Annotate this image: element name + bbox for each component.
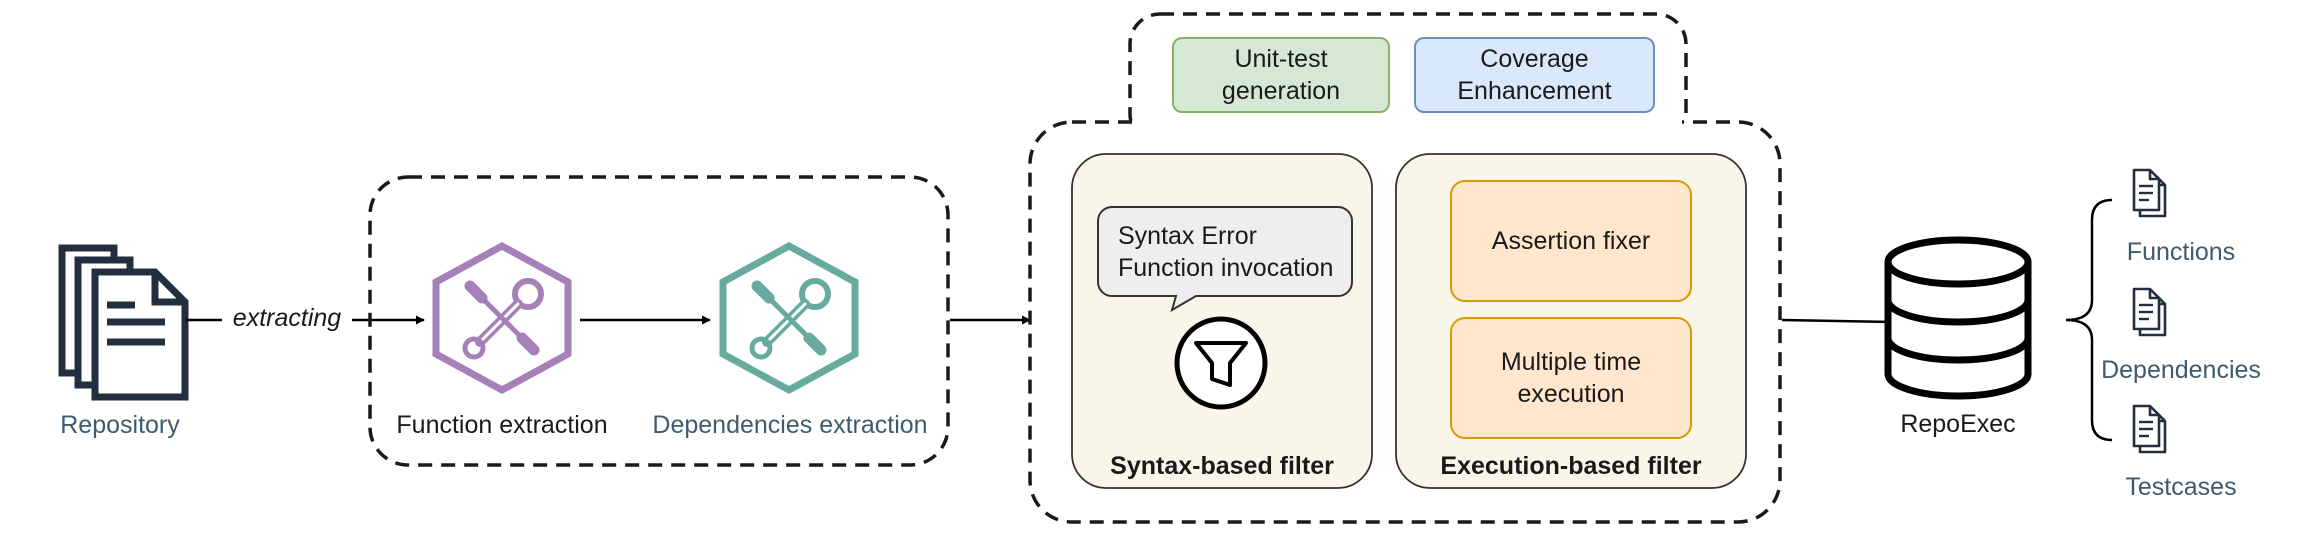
unit-test-generation-label: Unit-test generation	[1173, 38, 1389, 112]
testcases-doc-icon	[2132, 404, 2167, 454]
dependencies-extraction-icon	[719, 242, 859, 394]
multiple-time-execution-line-1: Multiple time	[1500, 348, 1642, 376]
assertion-fixer-box	[1450, 180, 1692, 302]
coverage-enhancement-line-1: Coverage	[1480, 45, 1589, 73]
syntax-filter-title: Syntax-based filter	[1110, 452, 1334, 480]
edge-filter-to-repoexec	[1781, 317, 1894, 327]
execution-filter-title: Execution-based filter	[1440, 452, 1702, 480]
filter-funnel-icon	[1174, 316, 1268, 410]
syntax-bubble-text: Syntax Error Function invocation	[1110, 216, 1362, 288]
coverage-enhancement-box	[1414, 37, 1655, 113]
output-brace	[2065, 198, 2113, 442]
unit-test-generation-box	[1172, 37, 1390, 113]
syntax-bubble-line-2: Function invocation	[1118, 254, 1334, 282]
coverage-enhancement-line-2: Enhancement	[1457, 77, 1612, 105]
syntax-bubble	[1097, 206, 1353, 313]
multiple-time-execution-line-2: execution	[1517, 380, 1625, 408]
output-item-testcases: Testcases	[2125, 473, 2237, 501]
output-item-functions: Functions	[2126, 238, 2236, 266]
functions-doc-icon	[2132, 168, 2167, 218]
function-extraction-label: Function extraction	[396, 411, 608, 439]
dependencies-doc-icon	[2132, 287, 2167, 337]
repoexec-label: RepoExec	[1900, 410, 2016, 438]
assertion-fixer-label: Assertion fixer	[1451, 181, 1691, 301]
repoexec-database-icon	[1884, 236, 2032, 400]
repository-documents-icon	[58, 244, 189, 401]
unit-test-generation-line-2: generation	[1221, 77, 1341, 105]
assertion-fixer-line-1: Assertion fixer	[1491, 227, 1651, 255]
dependencies-extraction-label: Dependencies extraction	[652, 411, 928, 439]
syntax-bubble-line-1: Syntax Error	[1118, 222, 1257, 250]
repository-label: Repository	[60, 411, 180, 439]
coverage-enhancement-label: Coverage Enhancement	[1415, 38, 1654, 112]
extraction-stage-container	[368, 175, 950, 467]
function-extraction-icon	[432, 242, 572, 394]
unit-test-generation-line-1: Unit-test	[1234, 45, 1328, 73]
multiple-time-execution-box	[1450, 317, 1692, 439]
multiple-time-execution-label: Multiple time execution	[1451, 318, 1691, 438]
output-item-dependencies: Dependencies	[2101, 356, 2261, 384]
extracting-edge-label: extracting	[222, 302, 352, 334]
